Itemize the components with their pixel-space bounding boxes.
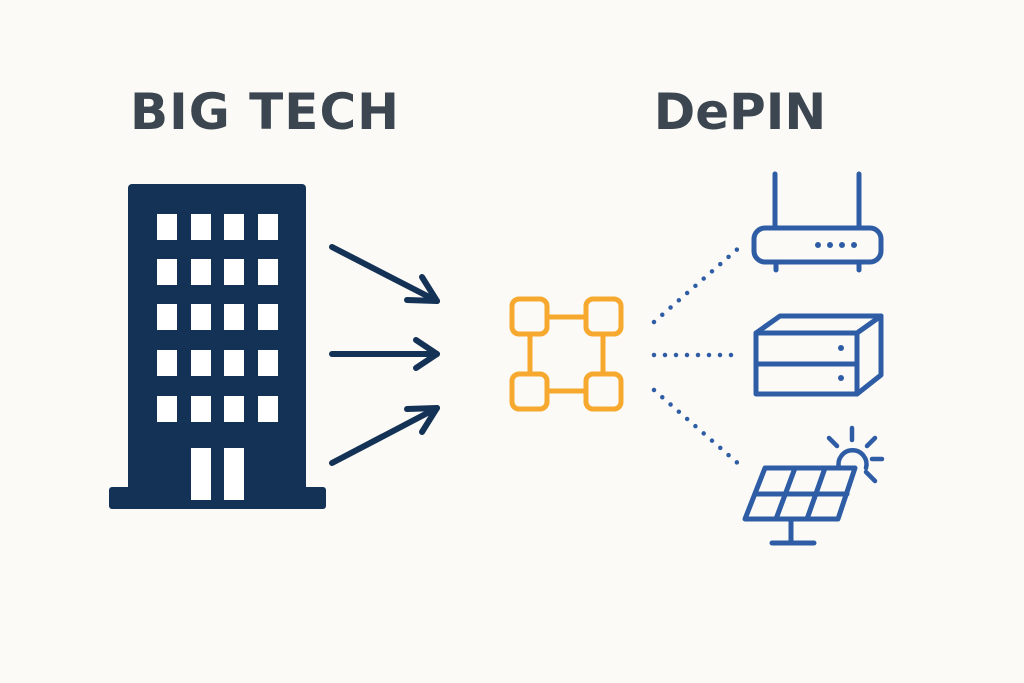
big-tech-title: BIG TECH (130, 83, 400, 141)
building-base (109, 487, 326, 509)
network-node (509, 296, 550, 337)
dotted-connector-solar (651, 387, 744, 469)
server-box-icon (753, 313, 884, 397)
office-building-icon (109, 184, 326, 509)
network-node (583, 371, 624, 412)
building-body (128, 184, 306, 506)
arrow-right-icon (329, 244, 440, 304)
sun-icon (826, 425, 885, 484)
dotted-connector-router (651, 243, 744, 325)
network-node (583, 296, 624, 337)
solar-panel-icon (742, 465, 858, 546)
wifi-router-icon (751, 171, 884, 273)
building-windows (157, 214, 278, 422)
arrow-right-icon (329, 405, 440, 466)
arrow-right-icon (329, 337, 440, 371)
network-nodes-icon (509, 296, 624, 412)
building-door (191, 448, 244, 500)
depin-title: DePIN (653, 83, 827, 141)
router-lights (815, 242, 857, 248)
network-node (509, 371, 550, 412)
router-body (751, 225, 884, 265)
dotted-connectors (651, 243, 744, 469)
